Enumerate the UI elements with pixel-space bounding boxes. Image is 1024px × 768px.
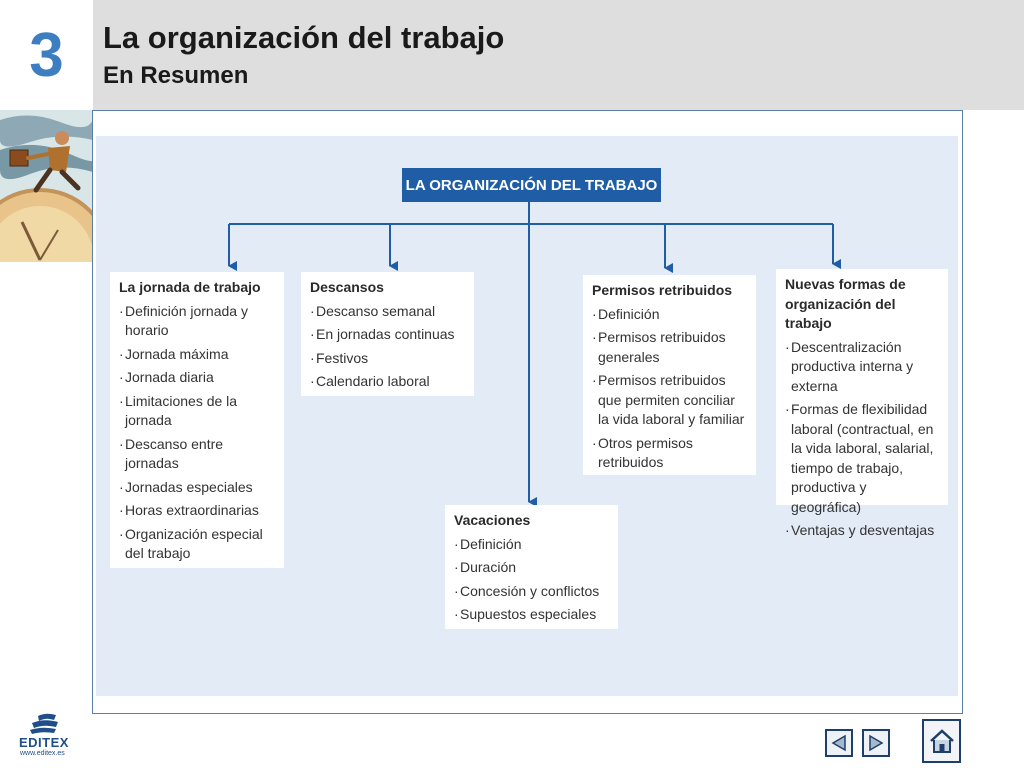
node-title: Vacaciones [454, 512, 531, 528]
node-item: Permisos retribuidos generales [592, 328, 748, 367]
home-icon [929, 729, 954, 753]
node-permisos-retribuidos: Permisos retribuidosDefiniciónPermisos r… [583, 275, 756, 475]
node-item: Formas de flexibilidad laboral (contract… [785, 400, 940, 517]
editex-logo-icon [30, 713, 58, 734]
node-item: Permisos retribuidos que permiten concil… [592, 371, 748, 430]
node-item: Definición [592, 305, 748, 325]
node-item: Horas extraordinarias [119, 501, 276, 521]
node-nuevas-formas: Nuevas formas de organización del trabaj… [776, 269, 948, 540]
logo-text: EDITEX [19, 735, 69, 750]
page-title: La organización del trabajo [103, 20, 505, 55]
node-descansos: DescansosDescanso semanal En jornadas con… [301, 272, 474, 396]
next-slide-button[interactable] [862, 729, 890, 757]
node-item-list: Descanso semanal En jornadas continuasFes… [310, 302, 466, 392]
node-item: Calendario laboral [310, 372, 466, 392]
node-item: En jornadas continuas [310, 325, 466, 345]
node-item-list: DefiniciónDuraciónConcesión y conflictos… [454, 535, 610, 625]
node-item: Otros permisos retribuidos [592, 434, 748, 473]
node-item: Limitaciones de la jornada [119, 392, 276, 431]
node-item: Organización especial del trabajo [119, 525, 276, 564]
triangle-left-icon [831, 734, 846, 752]
node-title: Nuevas formas de organización del trabaj… [785, 276, 906, 331]
node-item: Definición [454, 535, 610, 555]
businessman-illustration [0, 110, 93, 262]
node-item: Ventajas y desventajas [785, 521, 940, 541]
logo-url[interactable]: www.editex.es [20, 750, 65, 757]
previous-slide-button[interactable] [825, 729, 853, 757]
node-vacaciones: VacacionesDefiniciónDuraciónConcesión y … [445, 505, 618, 629]
home-button[interactable] [922, 719, 961, 763]
node-title: Descansos [310, 279, 384, 295]
node-title: La jornada de trabajo [119, 279, 261, 295]
triangle-right-icon [869, 734, 884, 752]
node-item: Descanso entre jornadas [119, 435, 276, 474]
node-item: Jornada diaria [119, 368, 276, 388]
chapter-number: 3 [29, 21, 64, 90]
node-item: Duración [454, 558, 610, 578]
node-item: Descentralización productiva interna y e… [785, 338, 940, 397]
page-subtitle: En Resumen [103, 62, 249, 89]
node-item-list: Descentralización productiva interna y e… [785, 338, 940, 541]
node-item: Definición jornada y horario [119, 302, 276, 341]
node-item: Jornadas especiales [119, 478, 276, 498]
node-item: Festivos [310, 349, 466, 369]
node-item: Descanso semanal [310, 302, 466, 322]
node-title: Permisos retribuidos [592, 282, 733, 298]
node-item-list: DefiniciónPermisos retribuidos generales… [592, 305, 748, 473]
header-bar [93, 0, 1024, 110]
node-item: Concesión y conflictos [454, 582, 610, 602]
node-item: Jornada máxima [119, 345, 276, 365]
root-node: LA ORGANIZACIÓN DEL TRABAJO [402, 168, 661, 202]
node-item-list: Definición jornada y horarioJornada máxi… [119, 302, 276, 564]
node-jornada-de-trabajo: La jornada de trabajoDefinición jornada … [110, 272, 284, 568]
node-item: Supuestos especiales [454, 605, 610, 625]
